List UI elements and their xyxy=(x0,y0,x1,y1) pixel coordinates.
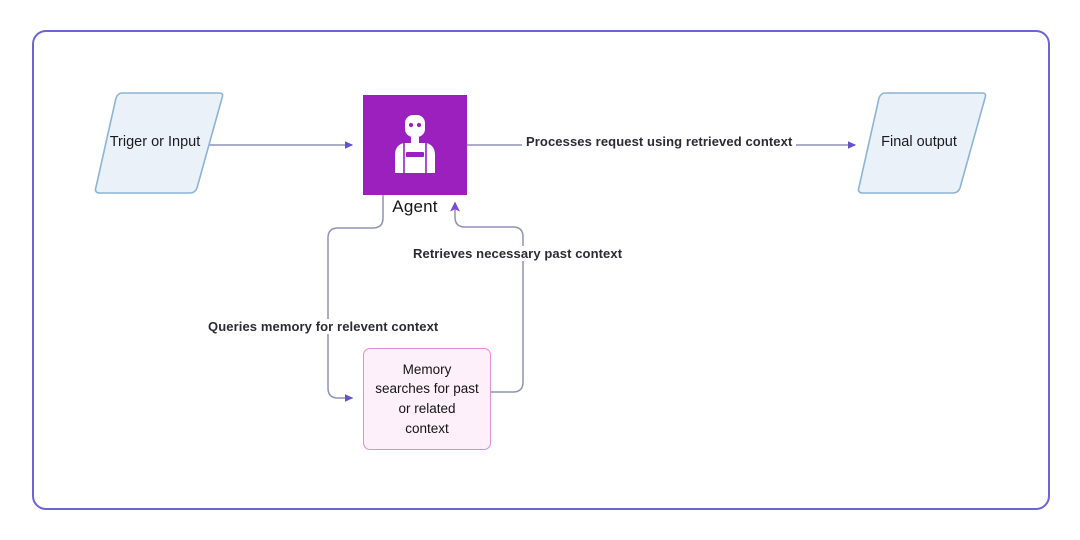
edge-label-queries-memory: Queries memory for relevent context xyxy=(204,319,443,334)
node-memory-label: Memory searches for past or related cont… xyxy=(375,361,479,436)
node-trigger-label: Triger or Input xyxy=(109,134,201,150)
node-final-output[interactable]: Final output xyxy=(855,88,987,196)
node-memory[interactable]: Memory searches for past or related cont… xyxy=(363,348,491,450)
edge-label-retrieves-past-context: Retrieves necessary past context xyxy=(409,246,627,261)
node-agent-label: Agent xyxy=(392,197,438,216)
parallelogram-shape xyxy=(857,92,987,194)
node-trigger-or-input[interactable]: Triger or Input xyxy=(92,88,224,196)
robot-icon xyxy=(395,115,435,173)
edge-label-processes-request: Processes request using retrieved contex… xyxy=(522,134,797,149)
parallelogram-shape xyxy=(94,92,224,194)
node-agent[interactable] xyxy=(363,95,467,195)
node-output-label: Final output xyxy=(881,134,957,150)
